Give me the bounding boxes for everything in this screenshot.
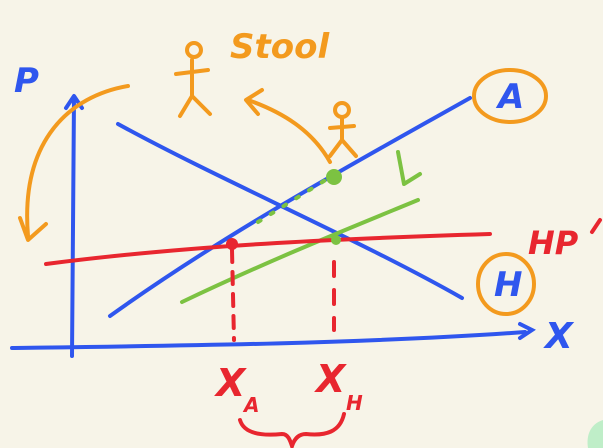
circle-around-a	[472, 68, 548, 124]
l-label-mark	[396, 150, 422, 186]
x-axis-arrow-mark	[518, 322, 536, 340]
drop-line-a	[230, 248, 236, 342]
stick-figure-icon	[328, 101, 358, 158]
green-point-large	[326, 169, 342, 185]
demand-curve	[116, 122, 464, 300]
y-axis	[70, 96, 76, 358]
corner-shape	[587, 420, 603, 448]
green-supply-curve-l	[180, 198, 420, 304]
supply-curve-a	[108, 96, 472, 318]
stool-label: Stool	[230, 27, 330, 67]
red-point-a	[226, 238, 238, 250]
x-h-subscript: H	[346, 391, 363, 415]
orange-left-arrow	[25, 84, 130, 238]
x-a-subscript: A	[242, 393, 259, 417]
x-h-label: X	[314, 357, 347, 401]
x-axis	[10, 330, 527, 350]
circle-around-h	[476, 252, 536, 316]
orange-left-arrowhead	[18, 216, 48, 242]
red-brace	[238, 412, 346, 448]
axes	[10, 94, 527, 358]
a-label: A	[495, 77, 524, 117]
orange-arrow-icon	[246, 98, 332, 164]
x-axis-label: X	[543, 316, 575, 357]
hp-label: HP	[528, 224, 579, 262]
hp-label-extra-stroke	[590, 218, 602, 234]
orange-arrowhead	[244, 88, 264, 116]
green-dotted-segment	[256, 174, 334, 224]
h-label: H	[494, 265, 522, 305]
green-point-h	[331, 235, 341, 245]
hp-line	[44, 232, 492, 266]
stool-figure-icon	[174, 41, 212, 118]
x-a-label: X	[214, 361, 247, 405]
p-axis-label: P	[14, 61, 39, 101]
